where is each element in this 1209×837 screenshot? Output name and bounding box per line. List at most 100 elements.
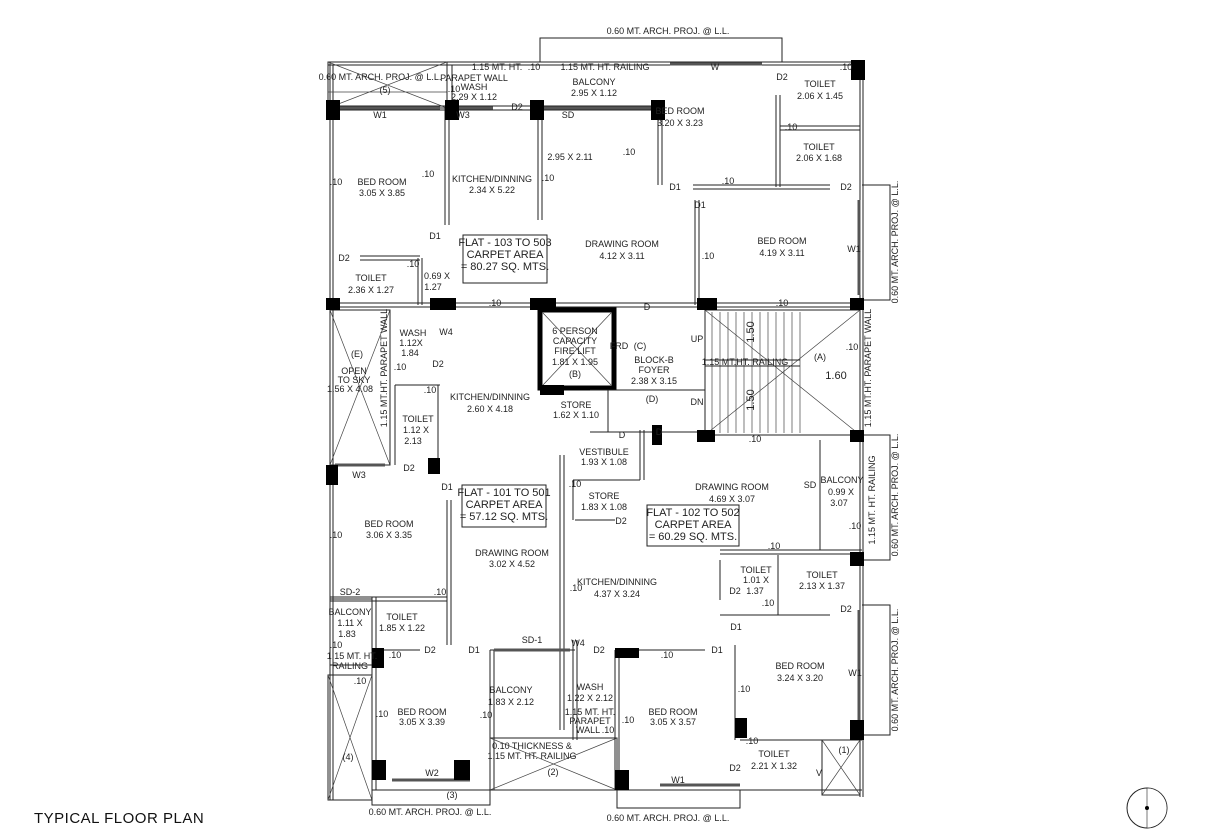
label-notes-thickness: 0.10 THICKNESS &: [492, 741, 572, 751]
label-flats-0-name: FLAT - 103 TO 503: [458, 237, 551, 249]
label-codes-d1: D1: [730, 622, 742, 632]
label-codes-w: W: [711, 62, 720, 72]
label-rooms-wash-101-dim1: 1.12X: [399, 338, 423, 348]
label-rooms-vestibule-dim: 1.93 X 1.08: [581, 457, 627, 467]
label-rooms-kitchen-103-name: KITCHEN/DINNING: [452, 174, 532, 184]
label-codes-thk: .10: [738, 684, 751, 694]
label-rooms-wash-101-name: WASH: [400, 328, 427, 338]
label-rooms-toilet-102a-dim1: 1.01 X: [743, 575, 769, 585]
column: [326, 100, 340, 120]
label-codes-thk: .10: [776, 298, 789, 308]
label-rooms-wash-top-name: WASH: [461, 82, 488, 92]
label-rooms-bed-101a-name: BED ROOM: [364, 519, 413, 529]
label-rooms-lift-tag: (B): [569, 369, 581, 379]
label-rooms-balcony-101-name: BALCONY: [328, 607, 371, 617]
label-rooms-balcony-top-dim: 2.95 X 1.12: [571, 88, 617, 98]
column: [326, 298, 340, 310]
label-codes-d2: D2: [403, 463, 415, 473]
label-rooms-lift-l3: FIRE LIFT: [554, 346, 596, 356]
label-rooms-toilet-102a-name: TOILET: [740, 565, 772, 575]
label-rooms-unnamed-top-dim: 2.95 X 2.11: [547, 152, 592, 162]
label-codes-thk: .10: [840, 62, 853, 72]
label-rooms-bed-102a-name: BED ROOM: [775, 661, 824, 671]
label-notes-railing-stair: 1.15 MT.HT. RAILING: [702, 357, 789, 367]
label-rooms-bed-r103-dim: 4.19 X 3.11: [759, 248, 804, 258]
label-codes-v: V: [816, 768, 822, 778]
column: [540, 385, 564, 395]
label-codes-d: D: [656, 427, 663, 437]
label-codes-thk: .10: [489, 298, 502, 308]
label-codes-thk: .10: [702, 251, 715, 261]
label-codes-thk: .10: [422, 169, 435, 179]
label-codes-thk: .10: [480, 710, 493, 720]
column: [372, 760, 386, 780]
label-cutouts-c3: (3): [447, 790, 458, 800]
label-rooms-drawing-102-dim: 4.69 X 3.07: [709, 494, 755, 504]
label-rooms-toilet-101-name: TOILET: [402, 414, 434, 424]
label-rooms-toilet-tr1-dim: 2.06 X 1.45: [797, 91, 843, 101]
column: [735, 718, 747, 738]
label-rooms-balcony-101-dim1: 1.11 X: [337, 618, 362, 628]
columns: [326, 60, 865, 790]
label-rooms-ots-name1: OPEN: [341, 366, 367, 376]
label-cutouts-c5: (5): [380, 85, 391, 95]
label-rooms-foyer-dim: 2.38 X 3.15: [631, 376, 677, 386]
column: [850, 298, 864, 310]
label-codes-thk: .10: [768, 541, 781, 551]
column: [326, 465, 338, 485]
label-codes-d1: D1: [429, 231, 441, 241]
label-rooms-drawing-103-dim: 4.12 X 3.11: [599, 251, 644, 261]
label-flats-2-name: FLAT - 102 TO 502: [646, 507, 739, 519]
label-rooms-toilet-tr2-name: TOILET: [803, 142, 835, 152]
label-codes-thk: .10: [622, 715, 635, 725]
label-rooms-wash-bot-name: WASH: [577, 682, 604, 692]
label-rooms-drawing-101-name: DRAWING ROOM: [475, 548, 549, 558]
label-rooms-toilet-102c-name: TOILET: [758, 749, 790, 759]
label-codes-d2: D2: [615, 516, 627, 526]
label-codes-thk: .10: [376, 709, 389, 719]
column: [445, 100, 459, 120]
column: [454, 760, 470, 780]
label-codes-dn: DN: [691, 397, 704, 407]
label-codes-w1: W1: [671, 775, 685, 785]
label-rooms-drawing-103-name: DRAWING ROOM: [585, 239, 659, 249]
label-cutouts-c4: (4): [343, 752, 354, 762]
label-flats-2-area: = 60.29 SQ. MTS.: [649, 531, 737, 543]
label-notes-parapet-vert: 1.15 MT.HT. PARAPET WALL: [379, 309, 389, 427]
label-codes-thk: .10: [746, 736, 759, 746]
label-codes-w1: W1: [373, 110, 387, 120]
stair-treads: [711, 312, 801, 433]
label-rooms-kitchen-101-name: KITCHEN/DINNING: [450, 392, 530, 402]
label-rooms-toilet-102a-dim2: 1.37: [746, 586, 764, 596]
label-codes-d2: D2: [511, 102, 523, 112]
label-cutouts-c1: (1): [839, 745, 850, 755]
label-rooms-stair-tag: (A): [814, 352, 826, 362]
label-codes-d2: D2: [840, 604, 852, 614]
label-rooms-balcony-bot-name: BALCONY: [489, 685, 532, 695]
label-proj: 0.60 MT. ARCH. PROJ. @ L.L.: [890, 609, 900, 732]
label-flats-2-area-label: CARPET AREA: [655, 519, 732, 531]
label-codes-d2: D2: [593, 645, 605, 655]
column: [615, 648, 639, 658]
label-rooms-balcony-top-name: BALCONY: [572, 77, 615, 87]
label-rooms-wash-101-dim2: 1.84: [401, 348, 419, 358]
label-rooms-toilet-101b-name: TOILET: [386, 612, 418, 622]
label-rooms-toilet-tr1-name: TOILET: [804, 79, 836, 89]
label-codes-w4: W4: [571, 638, 585, 648]
label-rooms-toilet-102b-dim: 2.13 X 1.37: [799, 581, 845, 591]
label-notes-parapet-wall: PARAPET WALL: [440, 73, 508, 83]
label-rooms-foyer-tag: (C): [634, 341, 647, 351]
label-codes-thk: .10: [602, 725, 615, 735]
column: [530, 298, 556, 310]
label-codes-d: D: [619, 430, 626, 440]
label-codes-thk: .10: [846, 342, 859, 352]
label-rooms-wash-top-dim: 2.29 X 1.12: [451, 92, 497, 102]
label-codes-thk: .10: [661, 650, 674, 660]
label-rooms-stair-w2: 1.50: [745, 389, 757, 410]
label-notes-wall: WALL: [576, 725, 600, 735]
label-rooms-lift-l1: 6 PERSON: [552, 326, 598, 336]
label-codes-d2: D2: [729, 763, 741, 773]
label-codes-d2: D2: [729, 586, 741, 596]
label-codes-w1: W1: [847, 244, 861, 254]
label-notes-ht115: 1.15 MT. HT.: [472, 62, 523, 72]
